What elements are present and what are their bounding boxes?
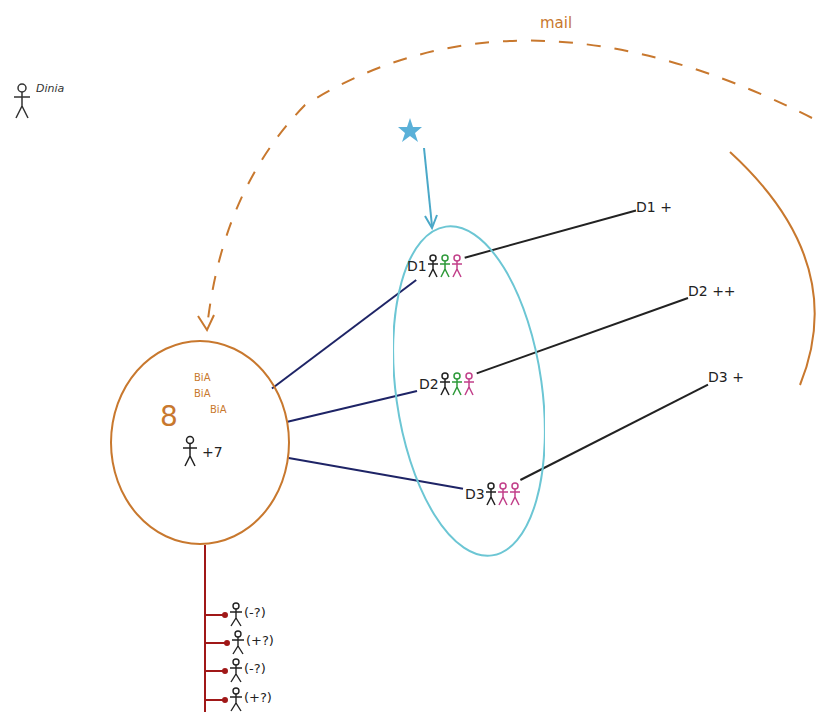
stick-figure: [439, 254, 451, 278]
connector: [477, 298, 688, 373]
arrow-head: [425, 215, 437, 228]
stick-figure: [509, 482, 521, 506]
node-text: BiA: [194, 388, 210, 399]
stick-figure: [451, 254, 463, 278]
node-text: D3: [465, 486, 485, 502]
note-label: (+?): [244, 690, 272, 705]
node-text: D3 +: [708, 369, 744, 385]
stick-figure: [230, 603, 244, 711]
node-text: D2: [419, 376, 439, 392]
node-text: D1 +: [636, 199, 672, 215]
tree-lines: [205, 545, 229, 712]
node-text: D2 ++: [688, 283, 736, 299]
group-circle: 8BiABiABiA+7: [110, 340, 290, 545]
stick-figure: [497, 482, 509, 506]
node-text: +7: [202, 444, 223, 460]
stick-figure: [439, 372, 451, 396]
orange-arc: [730, 152, 815, 385]
note-label: (+?): [246, 633, 274, 648]
star: [398, 118, 422, 142]
mail-arc: [207, 41, 812, 328]
stick-figure: [14, 84, 30, 118]
node-text: D1: [407, 258, 427, 274]
mail-label: mail: [540, 14, 572, 32]
note-label: Dinia: [36, 82, 64, 95]
note-label: (-?): [244, 661, 266, 676]
group-box: D3: [463, 480, 523, 508]
note-label: (-?): [244, 605, 266, 620]
node-text: BiA: [194, 372, 210, 383]
group-box: D2: [417, 370, 477, 398]
arrow-head: [198, 315, 214, 330]
stick-figure: [451, 372, 463, 396]
node-text: BiA: [210, 404, 226, 415]
result-text: D3 +: [708, 366, 744, 385]
result-text: D2 ++: [688, 280, 736, 299]
group-oval: D1D2D3: [393, 222, 545, 560]
stick-figure: [463, 372, 475, 396]
stick-figure: [183, 437, 197, 467]
connector: [520, 385, 708, 480]
connector: [289, 458, 463, 489]
result-text: D1 +: [636, 196, 672, 215]
node-text: 8: [160, 400, 178, 433]
stick-figure: [485, 482, 497, 506]
group-box: D1: [405, 252, 465, 280]
stick-figure: [427, 254, 439, 278]
blue-arrow: [424, 148, 432, 226]
